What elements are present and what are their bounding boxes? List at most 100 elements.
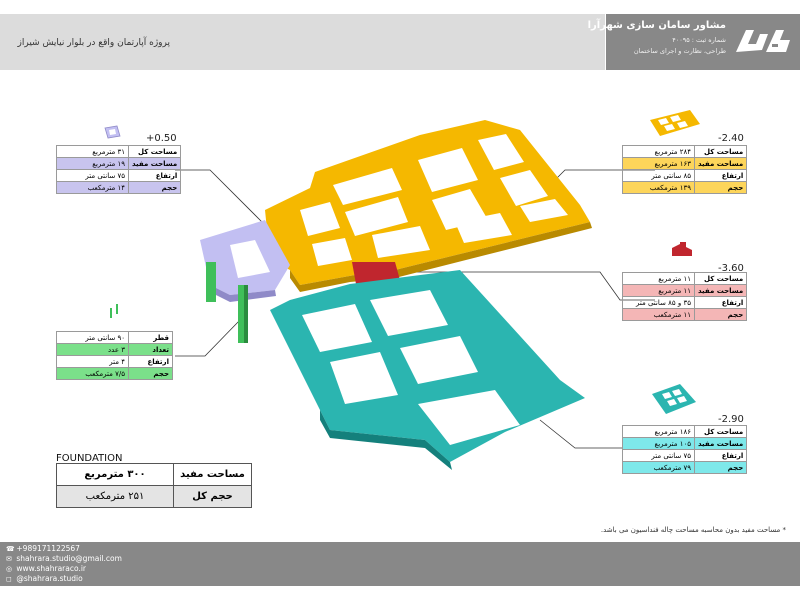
row-key: مساحت کل (693, 145, 748, 158)
shahrara-logo-icon (736, 30, 790, 52)
contact-text: +989171122567 (16, 544, 80, 553)
instagram-icon: ◻ (6, 575, 12, 583)
contact-text: www.shahraraco.ir (16, 564, 86, 573)
teal-footing-grid (270, 270, 585, 470)
level-label-neg290: -2.90 (718, 414, 744, 425)
row-value: ۳۵ و ۸۵ سانتی متر (622, 296, 695, 309)
row-key: مساحت کل (693, 272, 748, 285)
row-key: مساحت کل (127, 145, 182, 158)
brand-name: مشاور سامان سازی شهرآرا (587, 20, 726, 31)
row-key: مساحت مفید (693, 437, 748, 450)
row-key: ارتفاع (128, 355, 173, 368)
row-value: ۷۵ سانتی متر (622, 449, 695, 462)
foundation-summary-table: مساحت مفید ۳۰۰ مترمربع حجم کل ۲۵۱ مترمکع… (56, 463, 252, 508)
row-key: حجم (127, 181, 182, 194)
brand-subtitle: طراحی، نظارت و اجرای ساختمان (633, 47, 726, 55)
row-value: ۲۸۴ مترمربع (622, 145, 695, 158)
footer-bar (0, 542, 800, 586)
email-icon: ✉ (6, 555, 12, 563)
row-value: ۷/۵ مترمکعب (56, 367, 129, 380)
level-label-pos050: +0.50 (146, 133, 177, 144)
row-value: ۳ عدد (56, 343, 129, 356)
contact-email[interactable]: ✉ shahrara.studio@gmail.com (6, 554, 122, 564)
header-bar (0, 14, 605, 70)
footnote: * مساحت مفید بدون محاسبه مساحت چاله فندا… (600, 526, 786, 534)
contact-instagram[interactable]: ◻ @shahrara.studio (6, 574, 122, 584)
thumb-piles (110, 304, 118, 318)
brand-registration: شماره ثبت : ۴۰۰۹۵ (672, 36, 726, 44)
row-value: ۱۶۳ مترمربع (622, 157, 695, 170)
row-value: ۱۹ مترمربع (56, 157, 129, 170)
row-key: قطر (128, 331, 173, 344)
lavender-cap (200, 220, 290, 302)
row-key: مساحت مفید (127, 157, 182, 170)
row-key: ارتفاع (693, 449, 748, 462)
row-key: حجم (693, 308, 748, 321)
row-value: ۳۰۰ مترمربع (56, 463, 174, 486)
row-value: ۸۵ سانتی متر (622, 169, 695, 182)
contact-website[interactable]: ◎ www.shahraraco.ir (6, 564, 122, 574)
row-key: حجم (128, 367, 173, 380)
globe-icon: ◎ (6, 565, 13, 573)
leader-line-piles (175, 319, 241, 357)
row-value: ۱۸۶ مترمربع (622, 425, 695, 438)
row-key: ارتفاع (693, 169, 748, 182)
row-value: ۱۳۹ مترمکعب (622, 181, 695, 194)
green-piles (206, 262, 248, 343)
foundation-label: FOUNDATION (56, 453, 123, 464)
thumb-yellow (650, 110, 700, 136)
row-key: ارتفاع (693, 296, 748, 309)
row-key: حجم (693, 461, 748, 474)
row-value: ۳۱ مترمربع (56, 145, 129, 158)
thumb-red (672, 242, 692, 256)
row-value: ۹۰ سانتی متر (56, 331, 129, 344)
yellow-footing-grid (265, 120, 592, 292)
row-value: ۱۴ مترمکعب (56, 181, 129, 194)
row-value: ۷۵ سانتی متر (56, 169, 129, 182)
phone-icon: ☎ (6, 545, 15, 553)
thumb-lavender (104, 125, 121, 139)
contact-list: ☎ +989171122567 ✉ shahrara.studio@gmail.… (6, 544, 122, 584)
leader-line-pos050 (175, 169, 263, 223)
contact-phone: ☎ +989171122567 (6, 544, 122, 554)
brand-box (606, 14, 800, 70)
row-value: ۱۱ مترمربع (622, 284, 695, 297)
row-key: حجم کل (173, 485, 252, 508)
project-title: پروژه آپارتمان واقع در بلوار نیایش شیراز (17, 38, 170, 48)
row-key: مساحت مفید (173, 463, 252, 486)
level-label-neg240: -2.40 (718, 133, 744, 144)
table-row: مساحت مفید ۳۰۰ مترمربع (56, 463, 252, 486)
row-value: ۱۱ مترمربع (622, 272, 695, 285)
row-key: حجم (693, 181, 748, 194)
row-key: ارتفاع (127, 169, 182, 182)
row-key: مساحت مفید (693, 284, 748, 297)
row-value: ۷۹ مترمکعب (622, 461, 695, 474)
row-value: ۱۱ مترمکعب (622, 308, 695, 321)
row-value: ۲۵۱ مترمکعب (56, 485, 174, 508)
contact-text: @shahrara.studio (16, 574, 83, 583)
